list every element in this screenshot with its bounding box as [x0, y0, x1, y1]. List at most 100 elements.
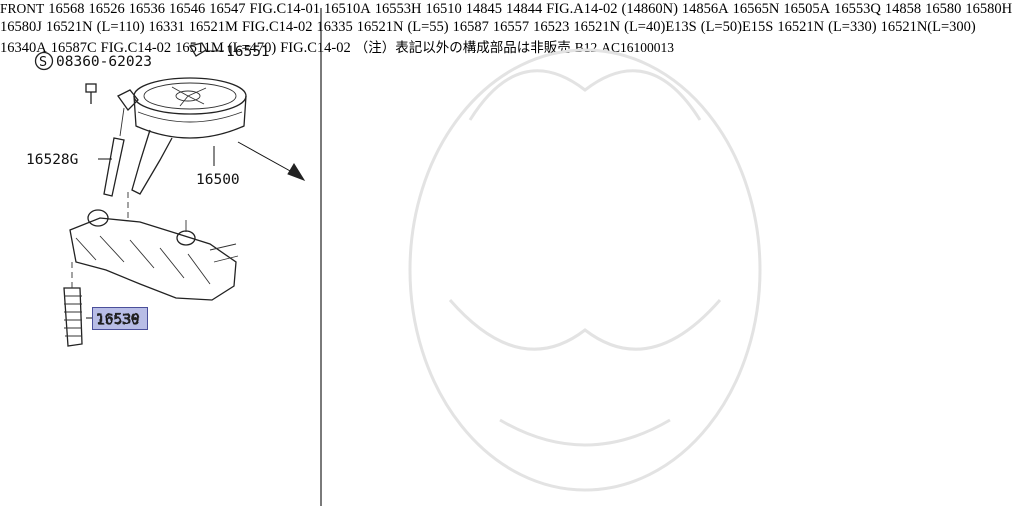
bracket-14845: 14845 14844 FIG.A14-02 (14860N) 14856A 1… [0, 0, 1013, 330]
selected-part-highlight[interactable] [92, 307, 148, 330]
leader-16565n: 16565N 16505A 16553Q 14858 16580 16580H … [0, 0, 1013, 330]
label-14858[interactable]: 14858 [884, 1, 922, 17]
label-front: FRONT [0, 1, 45, 16]
part-16580h: 16580H 16580J 16521N (L=110) 16331 16521… [0, 0, 1013, 330]
bracket-16551 [188, 42, 207, 57]
leader-16340a: 16340A 16587C FIG.C14-02 16511M (L=470) … [0, 39, 674, 330]
guide-line-16521n-300: 16521N(L=300) 16340A 16587C FIG.C14-02 1… [0, 18, 976, 330]
leader-16557: 16557 16523 16521N (L=40)E13S (L=50)E15S… [0, 18, 976, 330]
label-16530[interactable]: 16530 [95, 311, 140, 328]
label-16521n-b-len[interactable]: (L=55) [407, 19, 449, 35]
label-16511m-len[interactable]: (L=470) [227, 40, 277, 56]
label-16521n-c-len1[interactable]: (L=40)E13S [624, 19, 697, 35]
guide-line-14858: 16580 16580H 16580J 16521N (L=110) 16331… [0, 0, 1013, 330]
leader-16521n-55: 16521N (L=55) 16587 16557 16523 16521N (… [0, 18, 976, 330]
label-16510[interactable]: 16510 [425, 1, 462, 17]
label-16547[interactable]: 16547 [209, 1, 246, 17]
label-16505a[interactable]: 16505A [783, 1, 831, 17]
label-16521n-c[interactable]: 16521N [573, 19, 621, 35]
screw-symbol-letter: S [39, 54, 47, 70]
label-fig-c14-02-b[interactable]: FIG.C14-02 [100, 40, 172, 56]
direction-arrow [237, 141, 306, 181]
label-14844[interactable]: 14844 [505, 1, 543, 17]
label-16528g[interactable]: 16528G [26, 152, 78, 168]
label-16551[interactable]: 16551 [226, 44, 270, 60]
label-16587[interactable]: 16587 [452, 19, 489, 35]
leader-16521n-40-50: 16521N (L=40)E13S (L=50)E15S 16521N (L=3… [0, 18, 976, 330]
bracket-16553h: 16553H 16510 14845 14844 FIG.A14-02 (148… [0, 0, 1013, 330]
label-16331[interactable]: 16331 [148, 19, 185, 35]
watermark-emblem [408, 48, 762, 492]
leader-16510: 16510 14845 14844 FIG.A14-02 (14860N) 14… [0, 0, 1013, 330]
label-16587c[interactable]: 16587C [50, 40, 97, 56]
label-14860n[interactable]: (14860N) [621, 1, 678, 17]
document-code: AC16100013 [601, 40, 674, 55]
label-16546[interactable]: 16546 [169, 1, 206, 17]
leader-fig-a14-02: FIG.A14-02 (14860N) 14856A 16565N 16505A… [0, 0, 1013, 330]
label-14856a[interactable]: 14856A [681, 1, 729, 17]
leader-16587c: 16587C FIG.C14-02 16511M (L=470) FIG.C14… [50, 39, 674, 330]
label-08360-62023[interactable]: 08360-62023 [56, 54, 152, 70]
label-16521n-a-len[interactable]: (L=110) [96, 19, 145, 35]
label-16557[interactable]: 16557 [492, 19, 530, 35]
gasket-ring: 16536 16546 16547 FIG.C14-01 16510A 1655… [0, 0, 1013, 330]
leader-16553q: 16553Q 14858 16580 16580H 16580J 16521N … [0, 0, 1013, 330]
leader-16568: 16568 16526 16536 16546 16547 FIG.C14-01 [0, 0, 1013, 330]
hose-16521n-110: 16521N (L=110) 16331 16521M FIG.C14-02 1… [0, 18, 976, 330]
label-fig-c14-02-c[interactable]: FIG.C14-02 [280, 40, 351, 56]
label-16521n-e-len[interactable]: (L=330) [828, 19, 877, 35]
label-16523[interactable]: 16523 [533, 19, 570, 35]
label-16580j[interactable]: 16580J [0, 19, 42, 35]
label-16536[interactable]: 16536 [128, 1, 166, 17]
leader-16331: 16331 16521M FIG.C14-02 16335 16521N (L=… [0, 18, 976, 330]
footnote-not-for-sale: （注）表記以外の構成部品は非販売 [354, 40, 571, 56]
label-16521n-e[interactable]: 16521N [777, 19, 825, 35]
leader-16335: 16521N (L=55) 16587 16557 16523 16521N (… [0, 18, 976, 330]
label-16521n-c-len2[interactable]: (L=50)E15S [700, 19, 774, 35]
label-fig-c14-02-a[interactable]: FIG.C14-02 [241, 19, 313, 35]
leader-14845-tick: 14845 14844 FIG.A14-02 (14860N) 14856A 1… [0, 0, 1013, 330]
label-16580h[interactable]: 16580H [965, 1, 1013, 17]
hose-16521n-330: 16521N (L=330) 16521N(L=300) 16340A 1658… [0, 18, 976, 330]
bellows-hose-16530 [63, 287, 83, 347]
screw-symbol-icon [34, 51, 54, 71]
label-16521m[interactable]: 16521M [188, 19, 238, 35]
label-16521n-b[interactable]: 16521N [356, 19, 404, 35]
leader-14858: 14858 16580 16580H 16580J 16521N (L=110)… [0, 0, 1013, 330]
label-16568[interactable]: 16568 [48, 1, 85, 17]
holder-14844: 14844 FIG.A14-02 (14860N) 14856A 16565N … [0, 0, 1013, 330]
part-16580: 16580H 16580J 16521N (L=110) 16331 16521… [0, 0, 1013, 330]
label-16510a[interactable]: 16510A [324, 1, 371, 17]
label-16340a[interactable]: 16340A [0, 40, 47, 56]
leader-16546: 16546 16547 FIG.C14-01 16510A 16553H 165… [0, 0, 1013, 330]
bolt-part [85, 83, 97, 104]
part-16580j: 16580J 16521N (L=110) 16331 16521M FIG.C… [0, 18, 976, 330]
leader-16523: 16523 16521N (L=40)E13S (L=50)E15S 16521… [0, 18, 976, 330]
part-16331: 16331 16521M FIG.C14-02 16335 16521N (L=… [0, 18, 976, 330]
label-16511m[interactable]: 16511M [175, 40, 224, 56]
leader-16526: 16526 16536 16546 16547 FIG.C14-01 16510… [0, 0, 1013, 330]
label-16580[interactable]: 16580 [925, 1, 962, 17]
label-16335[interactable]: 16335 [316, 19, 353, 35]
label-16553h[interactable]: 16553H [374, 1, 422, 17]
air-cleaner-assembly-16500 [117, 77, 247, 195]
part-16557: 16557 16523 16521N (L=40)E13S (L=50)E15S… [0, 18, 976, 330]
label-fig-a14-02[interactable]: FIG.A14-02 [546, 1, 618, 17]
leader-14844: 14844 FIG.A14-02 (14860N) 14856A 16565N … [0, 0, 1013, 330]
label-fig-c14-01[interactable]: FIG.C14-01 [249, 1, 321, 17]
label-14845[interactable]: 14845 [465, 1, 502, 17]
label-16565n[interactable]: 16565N [732, 1, 780, 17]
label-16521n-d[interactable]: 16521N(L=300) [880, 19, 976, 35]
label-16526[interactable]: 16526 [88, 1, 125, 17]
hose-16521n-40-50: 16521N (L=40)E13S (L=50)E15S 16521N (L=3… [0, 18, 976, 330]
leader-14845: 14845 14844 FIG.A14-02 (14860N) 14856A 1… [0, 0, 1013, 330]
engine-block-outline [69, 209, 239, 301]
label-16553q[interactable]: 16553Q [834, 1, 881, 17]
part-16565n: 16565N 16505A 16553Q 14858 16580 16580H … [0, 0, 1013, 330]
leader-16553h: 16553H 16510 14845 14844 FIG.A14-02 (148… [0, 0, 1013, 330]
leader-16547: 16547 FIG.C14-01 16510A 16553H 16510 148… [0, 0, 1013, 330]
leader-16510a: 16510A 16553H 16510 14845 14844 FIG.A14-… [0, 0, 1013, 330]
label-16500[interactable]: 16500 [196, 172, 240, 188]
label-16521n-a[interactable]: 16521N [45, 19, 93, 35]
